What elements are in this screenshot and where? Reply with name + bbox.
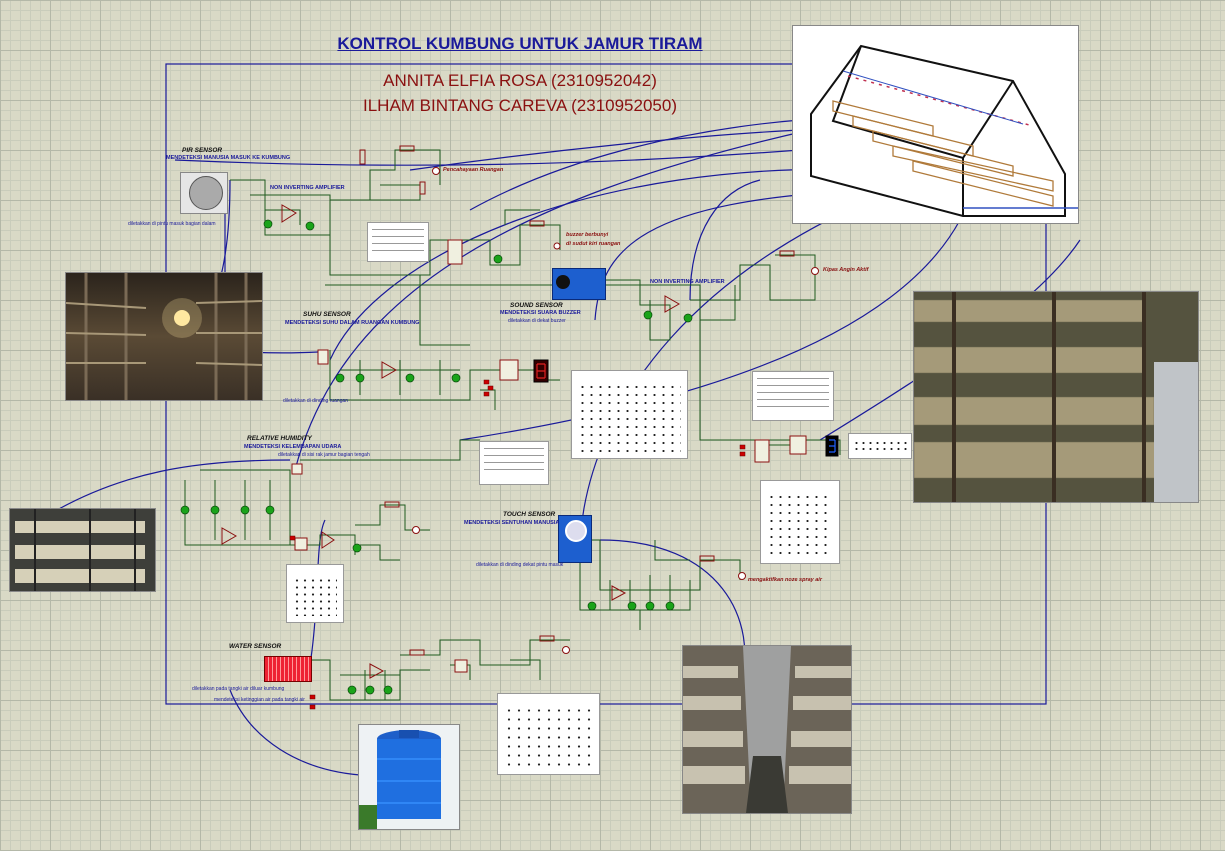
sound-note: diletakkan di dekat buzzer xyxy=(508,318,566,324)
pir-title: PIR SENSOR xyxy=(182,147,223,154)
suhu-note: diletakkan di dinding ruangan xyxy=(283,398,349,404)
pir-sensor-component[interactable] xyxy=(180,172,228,214)
touch-title: TOUCH SENSOR xyxy=(503,511,556,518)
water-note: diletakkan pada tangki air diluar kumbun… xyxy=(192,686,285,692)
water-title: WATER SENSOR xyxy=(229,643,282,650)
page-title: KONTROL KUMBUNG UNTUK JAMUR TIRAM xyxy=(337,34,703,53)
suhu-title: SUHU SENSOR xyxy=(303,311,351,318)
resistors xyxy=(359,145,795,656)
sound-subtitle: MENDETEKSI SUARA BUZZER xyxy=(500,310,581,316)
photo-kumbung-corridor xyxy=(682,645,852,814)
photo-kumbung-interior-lamp xyxy=(65,272,263,401)
ic-chips xyxy=(291,239,807,673)
pir-amp-label: NON INVERTING AMPLIFIER xyxy=(270,185,345,191)
truth-table-pir xyxy=(367,222,429,262)
photo-water-tank xyxy=(358,724,460,830)
sound-title: SOUND SENSOR xyxy=(510,302,563,309)
pir-output-label: Pencahayaan Ruangan xyxy=(443,167,504,173)
fan-amp-label: NON INVERTING AMPLIFIER xyxy=(650,279,725,285)
humidity-subtitle: MENDETEKSI KELEMBAPAN UDARA xyxy=(244,444,342,450)
photo-kumbung-illustration xyxy=(792,25,1079,224)
humidity-note: diletakkan di sisi rak jamur bagian teng… xyxy=(278,452,370,458)
probe-pins xyxy=(289,379,746,710)
truth-table-fan xyxy=(752,371,834,421)
touch-output-label: mengaktifkan noze spray air xyxy=(748,577,822,583)
truth-table-suhu xyxy=(571,370,688,459)
truth-table-adder xyxy=(848,433,912,459)
pir-note: diletakkan di pintu masuk bagian dalam xyxy=(128,221,216,227)
truth-table-water xyxy=(497,693,600,775)
photo-mushroom-rack-left xyxy=(9,508,156,592)
pir-subtitle: MENDETEKSI MANUSIA MASUK KE KUMBUNG xyxy=(166,155,291,161)
led-indicators xyxy=(180,219,693,695)
author-line-1: ANNITA ELFIA ROSA (2310952042) xyxy=(383,71,657,90)
water-sensor-component[interactable] xyxy=(264,656,312,682)
humidity-title: RELATIVE HUMIDITY xyxy=(247,435,312,442)
circuit-wires xyxy=(184,149,841,701)
photo-mushroom-baglog-shelf xyxy=(913,291,1199,503)
suhu-subtitle: MENDETEKSI SUHU DALAM RUANGAN KUMBUNG xyxy=(285,320,420,326)
sound-sensor-component[interactable] xyxy=(552,268,606,300)
op-amps xyxy=(221,204,681,679)
touch-subtitle: MENDETEKSI SENTUHAN MANUSIA xyxy=(464,520,560,526)
touch-note: diletakkan di dinding dekat pintu masuk xyxy=(476,562,564,568)
author-line-2: ILHAM BINTANG CAREVA (2310952050) xyxy=(362,96,677,115)
output-lamps xyxy=(412,167,819,654)
sound-output-note: di sudut kiri ruangan xyxy=(566,241,621,247)
fan-output-label: Kipas Angin Aktif xyxy=(823,267,869,273)
touch-sensor-component[interactable] xyxy=(558,515,592,563)
truth-table-touch xyxy=(760,480,840,564)
sound-output-label: buzzer berbunyi xyxy=(566,232,609,238)
seven-seg-displays xyxy=(533,359,839,457)
truth-table-humidity xyxy=(286,564,344,623)
water-note-2: mendeteksi ketinggian air pada tangki ai… xyxy=(214,697,305,703)
truth-table-sound xyxy=(479,441,549,485)
